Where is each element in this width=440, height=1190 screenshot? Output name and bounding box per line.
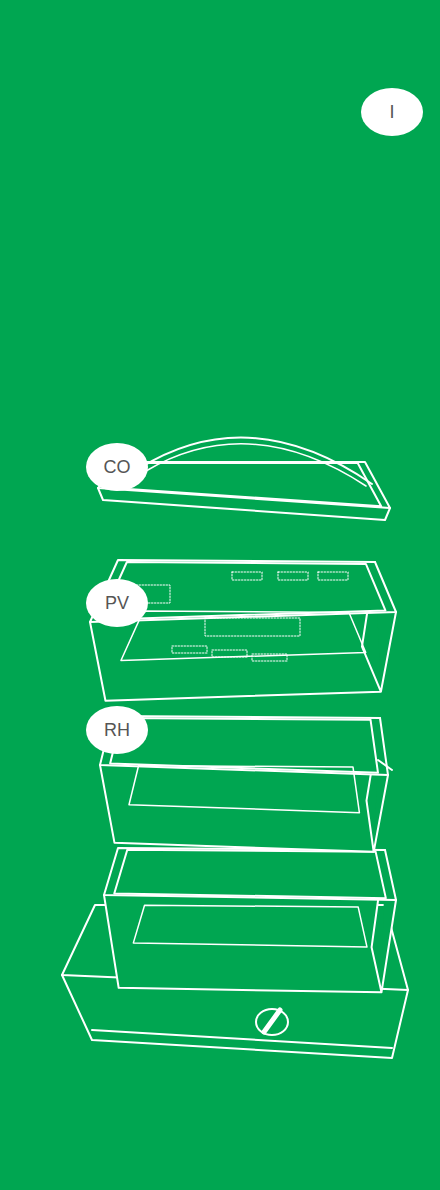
callout-label: CO <box>86 443 148 491</box>
base-edge <box>92 1030 392 1048</box>
perforation <box>212 650 247 657</box>
knob <box>256 1009 288 1035</box>
callout-label: RH <box>86 706 148 754</box>
insert-handle <box>378 760 392 770</box>
callout-label: PV <box>86 579 148 627</box>
insert-tray-floor <box>129 766 359 813</box>
base-pan-rim <box>104 848 396 900</box>
base-pan-floor <box>133 905 367 947</box>
lid-handle-inner <box>146 444 366 486</box>
knob-handle <box>264 1010 280 1032</box>
base-pan-opening <box>114 850 386 898</box>
perforated-tray-floor <box>121 611 366 661</box>
perforation <box>278 572 308 580</box>
perforation <box>232 572 262 580</box>
perforation <box>172 646 207 653</box>
perforation <box>205 618 300 636</box>
callout-label: I <box>361 88 423 136</box>
perforation <box>252 654 287 661</box>
insert-tray-opening <box>110 718 378 773</box>
perforation <box>318 572 348 580</box>
